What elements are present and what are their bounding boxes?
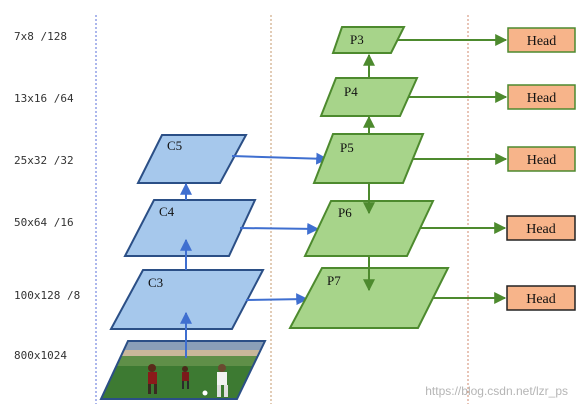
pyramid-label-p6: P4 — [344, 84, 358, 99]
scale-label-p6: 13x16 /64 — [14, 92, 74, 105]
scale-label-p3: 100x128 /8 — [14, 289, 81, 302]
pyramid-node-p7 — [331, 26, 406, 54]
head-label-p4: Head — [526, 222, 556, 237]
backbone-node-c4 — [123, 199, 257, 257]
input-image-frame — [99, 340, 267, 400]
head-label-p6: Head — [527, 91, 557, 106]
arrow-c5-to-p5 — [231, 152, 329, 165]
pyramid-label-p4: P6 — [338, 205, 352, 220]
arrow-c3-to-p3 — [245, 293, 309, 306]
head-label-p7: Head — [527, 34, 557, 49]
backbone-label-c5: C5 — [167, 138, 182, 153]
scale-label-p5: 25x32 /32 — [14, 154, 74, 167]
head-box-p7 — [507, 27, 576, 53]
scale-label-p4: 50x64 /16 — [14, 216, 74, 229]
scale-label-p7: 7x8 /128 — [14, 30, 67, 43]
head-box-p5 — [507, 146, 576, 172]
scale-label-input: 800x1024 — [14, 349, 67, 362]
pyramid-label-p7: P3 — [350, 32, 364, 47]
backbone-label-c4: C4 — [159, 204, 175, 219]
pyramid-node-p4 — [303, 200, 435, 257]
watermark-text: https://blog.csdn.net/lzr_ps — [425, 384, 568, 398]
head-label-p5: Head — [527, 153, 557, 168]
head-box-p6 — [507, 84, 576, 110]
head-box-p3 — [506, 285, 576, 311]
head-box-p4 — [506, 215, 576, 241]
pyramid-label-p5: P5 — [340, 140, 354, 155]
input-image — [99, 340, 267, 400]
backbone-label-c3: C3 — [148, 275, 163, 290]
pyramid-node-p3 — [288, 267, 450, 329]
backbone-node-c3 — [109, 269, 265, 330]
head-label-p3: Head — [526, 292, 556, 307]
pyramid-node-p5 — [312, 133, 425, 184]
backbone-node-c5 — [136, 134, 248, 184]
arrow-c4-to-p4 — [239, 222, 320, 235]
pyramid-label-p3: P7 — [327, 273, 341, 288]
pyramid-node-p6 — [319, 77, 419, 117]
